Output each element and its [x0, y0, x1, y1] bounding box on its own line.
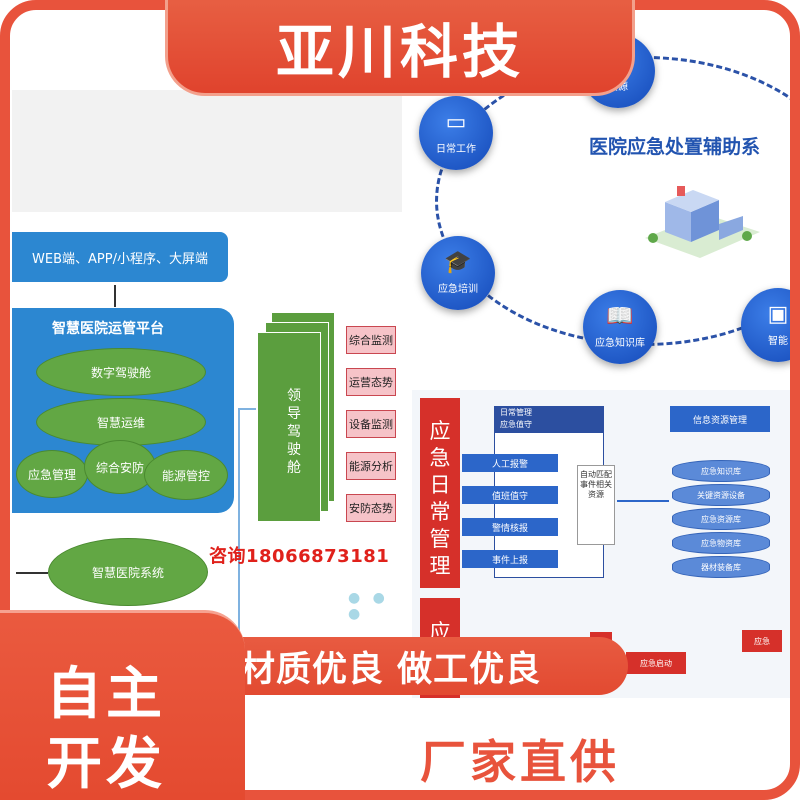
bracket-line	[238, 408, 256, 668]
module-oval: 能源管控	[144, 450, 228, 500]
brand-tab: 亚川科技	[165, 0, 635, 96]
module-oval: 综合安防	[84, 440, 156, 494]
leader-label: 领导驾驶舱	[287, 388, 301, 476]
auto-match-box: 自动匹配事件相关资源	[577, 465, 615, 545]
resource-head: 信息资源管理	[670, 406, 770, 432]
monitor-item: 综合监测	[346, 326, 396, 354]
book-icon: 📖	[606, 304, 634, 329]
monitor-column: 综合监测 运营态势 设备监测 能源分析 安防态势	[342, 312, 404, 534]
module-oval: 应急管理	[16, 450, 88, 498]
daily-head: 日常管理 应急值守	[494, 406, 604, 432]
left-diagram: WEB端、APP/小程序、大屏端 智慧医院运管平台 数字驾驶舱 智慧运维 应急管…	[12, 90, 412, 668]
arrow-line	[16, 572, 48, 574]
platform-title: 智慧医院运管平台	[52, 321, 164, 337]
gray-panel	[12, 90, 402, 212]
lower-box: 应急启动	[626, 652, 686, 674]
database-item: 应急资源库	[672, 508, 770, 530]
system-title: 医院应急处置辅助系	[589, 136, 761, 158]
flow-step: 值班值守	[462, 486, 558, 504]
database-item: 应急知识库	[672, 460, 770, 482]
smart-icon: ▣	[767, 302, 789, 327]
flow-step: 人工报警	[462, 454, 558, 472]
node-knowledge-base: 📖 应急知识库	[583, 290, 657, 364]
database-item: 应急物资库	[672, 532, 770, 554]
tag-line-2: 开发	[46, 732, 166, 797]
module-oval: 智慧运维	[36, 398, 206, 446]
node-smart: ▣ 智能	[741, 288, 795, 362]
flow-arrow	[617, 500, 669, 502]
monitor-item: 设备监测	[346, 410, 396, 438]
brand-title: 亚川科技	[275, 18, 524, 86]
graduation-cap-icon: 🎓	[444, 250, 472, 275]
database-item: 关键资源设备	[672, 484, 770, 506]
tag-line-1: 自主	[46, 662, 166, 727]
lower-box: 应急	[742, 630, 782, 652]
self-developed-tag: 自主 开发	[0, 610, 245, 800]
leader-cockpit: 领导驾驶舱	[257, 312, 342, 522]
system-oval: 智慧医院系统	[48, 538, 208, 606]
factory-direct: 厂家直供	[420, 735, 620, 789]
flow-step: 事件上报	[462, 550, 558, 568]
dots-decoration: ● ● ●	[348, 590, 389, 622]
side-label: 应急日常管理	[420, 398, 460, 588]
monitor-icon: ▭	[445, 110, 467, 135]
channels-bar: WEB端、APP/小程序、大屏端	[12, 232, 228, 282]
node-daily-work: ▭ 日常工作	[419, 96, 493, 170]
monitor-item: 安防态势	[346, 494, 396, 522]
page-layer	[257, 332, 321, 522]
database-item: 器材装备库	[672, 556, 770, 578]
consult-phone: 咨询18066873181	[209, 546, 390, 567]
bottom-area	[245, 698, 800, 800]
hospital-illustration	[645, 186, 760, 258]
monitor-item: 运营态势	[346, 368, 396, 396]
flow-step: 警情核报	[462, 518, 558, 536]
module-oval: 数字驾驶舱	[36, 348, 206, 396]
quality-banner: 材质优良 做工优良	[228, 637, 628, 695]
operations-platform: 智慧医院运管平台 数字驾驶舱 智慧运维 应急管理 综合安防 能源管控	[12, 308, 234, 513]
monitor-item: 能源分析	[346, 452, 396, 480]
node-training: 🎓 应急培训	[421, 236, 495, 310]
connector-line	[114, 285, 116, 307]
